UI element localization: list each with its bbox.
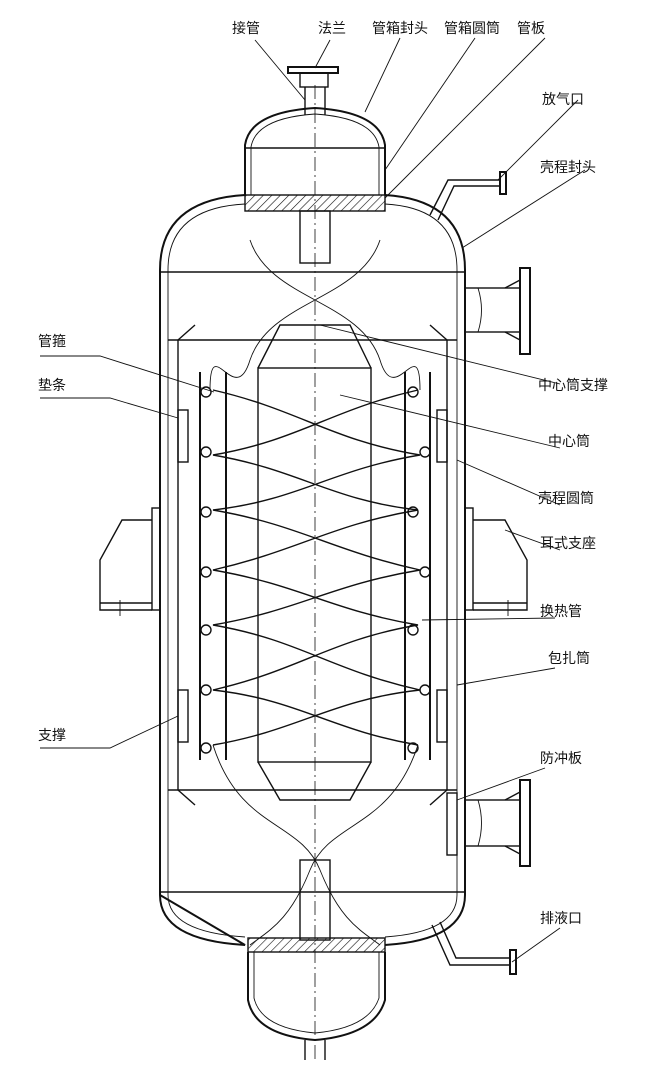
label-zhongxintong: 中心筒 bbox=[548, 433, 590, 450]
label-kecheng-yuantong: 壳程圆筒 bbox=[538, 490, 594, 507]
label-guanxiang-fengtou: 管箱封头 bbox=[372, 21, 428, 37]
shell-nozzle-upper bbox=[464, 267, 531, 355]
top-nozzle bbox=[287, 66, 339, 115]
shell-nozzle-lower bbox=[446, 779, 531, 867]
bottom-channel-head bbox=[247, 952, 386, 1060]
drain-flange bbox=[509, 949, 517, 975]
label-diantiao: 垫条 bbox=[38, 377, 66, 394]
label-zhicheng: 支撑 bbox=[38, 728, 66, 744]
label-guanxiang-yuantong: 管箱圆筒 bbox=[444, 20, 500, 37]
vent-flange bbox=[499, 171, 507, 195]
helical-tubes bbox=[200, 239, 431, 946]
label-jieguan: 接管 bbox=[232, 20, 260, 37]
label-zhongxintong-zhicheng: 中心筒支撑 bbox=[538, 377, 608, 394]
label-paiyekou: 排液口 bbox=[540, 911, 582, 927]
leader-lines bbox=[40, 37, 586, 963]
top-tubesheet bbox=[244, 194, 386, 212]
vent-pipe bbox=[429, 179, 500, 216]
label-huanreguan: 换热管 bbox=[540, 603, 582, 620]
center-cylinder bbox=[257, 210, 372, 941]
label-baozhatong: 包扎筒 bbox=[548, 650, 590, 667]
bottom-tubesheet bbox=[247, 937, 386, 953]
drain-pipe bbox=[431, 924, 510, 966]
label-fangchongban: 防冲板 bbox=[540, 751, 582, 767]
label-ershi-zhizuo: 耳式支座 bbox=[540, 536, 596, 552]
label-fangqikou: 放气口 bbox=[542, 92, 584, 108]
label-guangu: 管箍 bbox=[38, 333, 66, 350]
label-falan: 法兰 bbox=[318, 21, 346, 37]
label-kecheng-fengtou: 壳程封头 bbox=[540, 159, 596, 176]
label-guanban: 管板 bbox=[517, 21, 545, 37]
inner-wrap bbox=[168, 324, 457, 806]
lug-support-left bbox=[99, 507, 161, 616]
top-channel-head bbox=[244, 106, 386, 195]
lug-support-right bbox=[464, 507, 528, 616]
